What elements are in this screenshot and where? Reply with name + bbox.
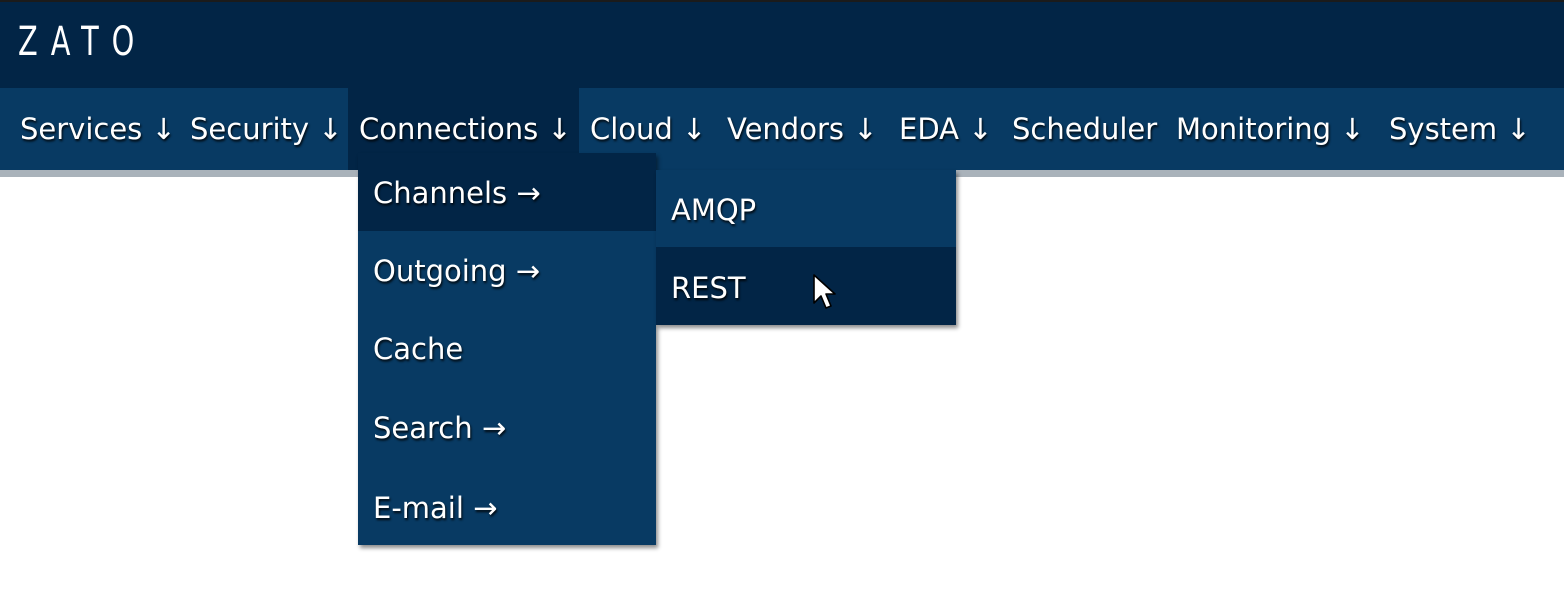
menu-item-channels[interactable]: Channels → <box>358 153 656 231</box>
nav-item-security[interactable]: Security ↓ <box>190 112 343 146</box>
nav-item-scheduler[interactable]: Scheduler <box>1012 112 1158 146</box>
submenu-item-rest[interactable]: REST <box>656 247 956 325</box>
nav-item-system[interactable]: System ↓ <box>1389 112 1531 146</box>
channels-submenu: AMQP REST <box>656 170 956 325</box>
nav-item-eda[interactable]: EDA ↓ <box>899 112 993 146</box>
main-nav-bar <box>0 88 1564 170</box>
nav-item-services[interactable]: Services ↓ <box>20 112 176 146</box>
menu-item-outgoing[interactable]: Outgoing → <box>373 254 541 288</box>
menu-item-email[interactable]: E-mail → <box>373 491 498 525</box>
window-top-border <box>0 0 1564 2</box>
connections-dropdown: Channels → Outgoing → Cache Search → E-m… <box>358 153 656 545</box>
menu-item-cache[interactable]: Cache <box>373 332 464 366</box>
nav-item-vendors[interactable]: Vendors ↓ <box>727 112 878 146</box>
mouse-pointer-icon <box>813 274 836 309</box>
nav-item-monitoring[interactable]: Monitoring ↓ <box>1176 112 1365 146</box>
menu-item-search[interactable]: Search → <box>373 411 507 445</box>
nav-item-cloud[interactable]: Cloud ↓ <box>590 112 707 146</box>
zato-logo[interactable]: ZATO <box>18 19 148 65</box>
app-header: ZATO <box>0 2 1564 88</box>
submenu-item-amqp[interactable]: AMQP <box>671 193 757 227</box>
